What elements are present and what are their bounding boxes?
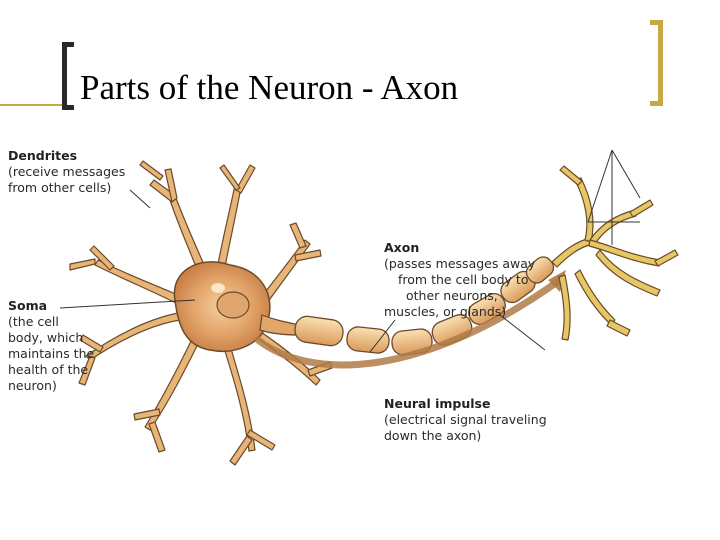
dendrites-desc-2: from other cells) <box>8 180 112 195</box>
impulse-title: Neural impulse <box>384 396 491 411</box>
axon-desc-3: other neurons, <box>406 288 498 303</box>
soma-desc-2: body, which <box>8 330 84 345</box>
terminal-pointer-1 <box>587 149 613 223</box>
soma-desc-1: (the cell <box>8 314 59 329</box>
callout-lines <box>59 149 641 353</box>
soma-pointer <box>59 299 196 309</box>
axon-desc-4: muscles, or glands) <box>384 304 507 319</box>
soma-desc-5: neuron) <box>8 378 57 393</box>
header-rule <box>0 104 720 106</box>
impulse-label: Neural impulse (electrical signal travel… <box>384 396 547 444</box>
right-bracket-decoration <box>650 20 663 106</box>
soma-label: Soma (the cell body, which maintains the… <box>8 298 94 394</box>
axon-desc-1: (passes messages away <box>384 256 536 271</box>
terminal-pointer-2 <box>611 149 641 199</box>
dendrites-desc-1: (receive messages <box>8 164 126 179</box>
soma-desc-4: health of the <box>8 362 89 377</box>
axon-pointer <box>369 319 396 353</box>
dendrites <box>69 160 333 466</box>
dendrites-pointer <box>129 189 151 209</box>
neuron-illustration <box>59 149 679 466</box>
impulse-desc-1: (electrical signal traveling <box>384 412 547 427</box>
impulse-desc-2: down the axon) <box>384 428 482 443</box>
dendrites-title: Dendrites <box>8 148 78 163</box>
slide-title: Parts of the Neuron - Axon <box>80 68 459 107</box>
dendrites-label: Dendrites (receive messages from other c… <box>8 148 125 196</box>
axon-hillock <box>259 314 301 336</box>
axon-title: Axon <box>384 240 420 255</box>
left-bracket-decoration <box>62 42 74 110</box>
nucleolus <box>211 283 225 293</box>
neuron-diagram: Dendrites (receive messages from other c… <box>0 130 720 510</box>
soma-title: Soma <box>8 298 48 313</box>
nucleus <box>216 291 250 319</box>
axon-desc-2: from the cell body to <box>398 272 529 287</box>
impulse-arrow <box>254 276 564 369</box>
soma-desc-3: maintains the <box>8 346 95 361</box>
impulse-pointer <box>499 314 546 351</box>
axon-label: Axon (passes messages away from the cell… <box>384 240 535 320</box>
axon-terminals <box>551 165 679 341</box>
